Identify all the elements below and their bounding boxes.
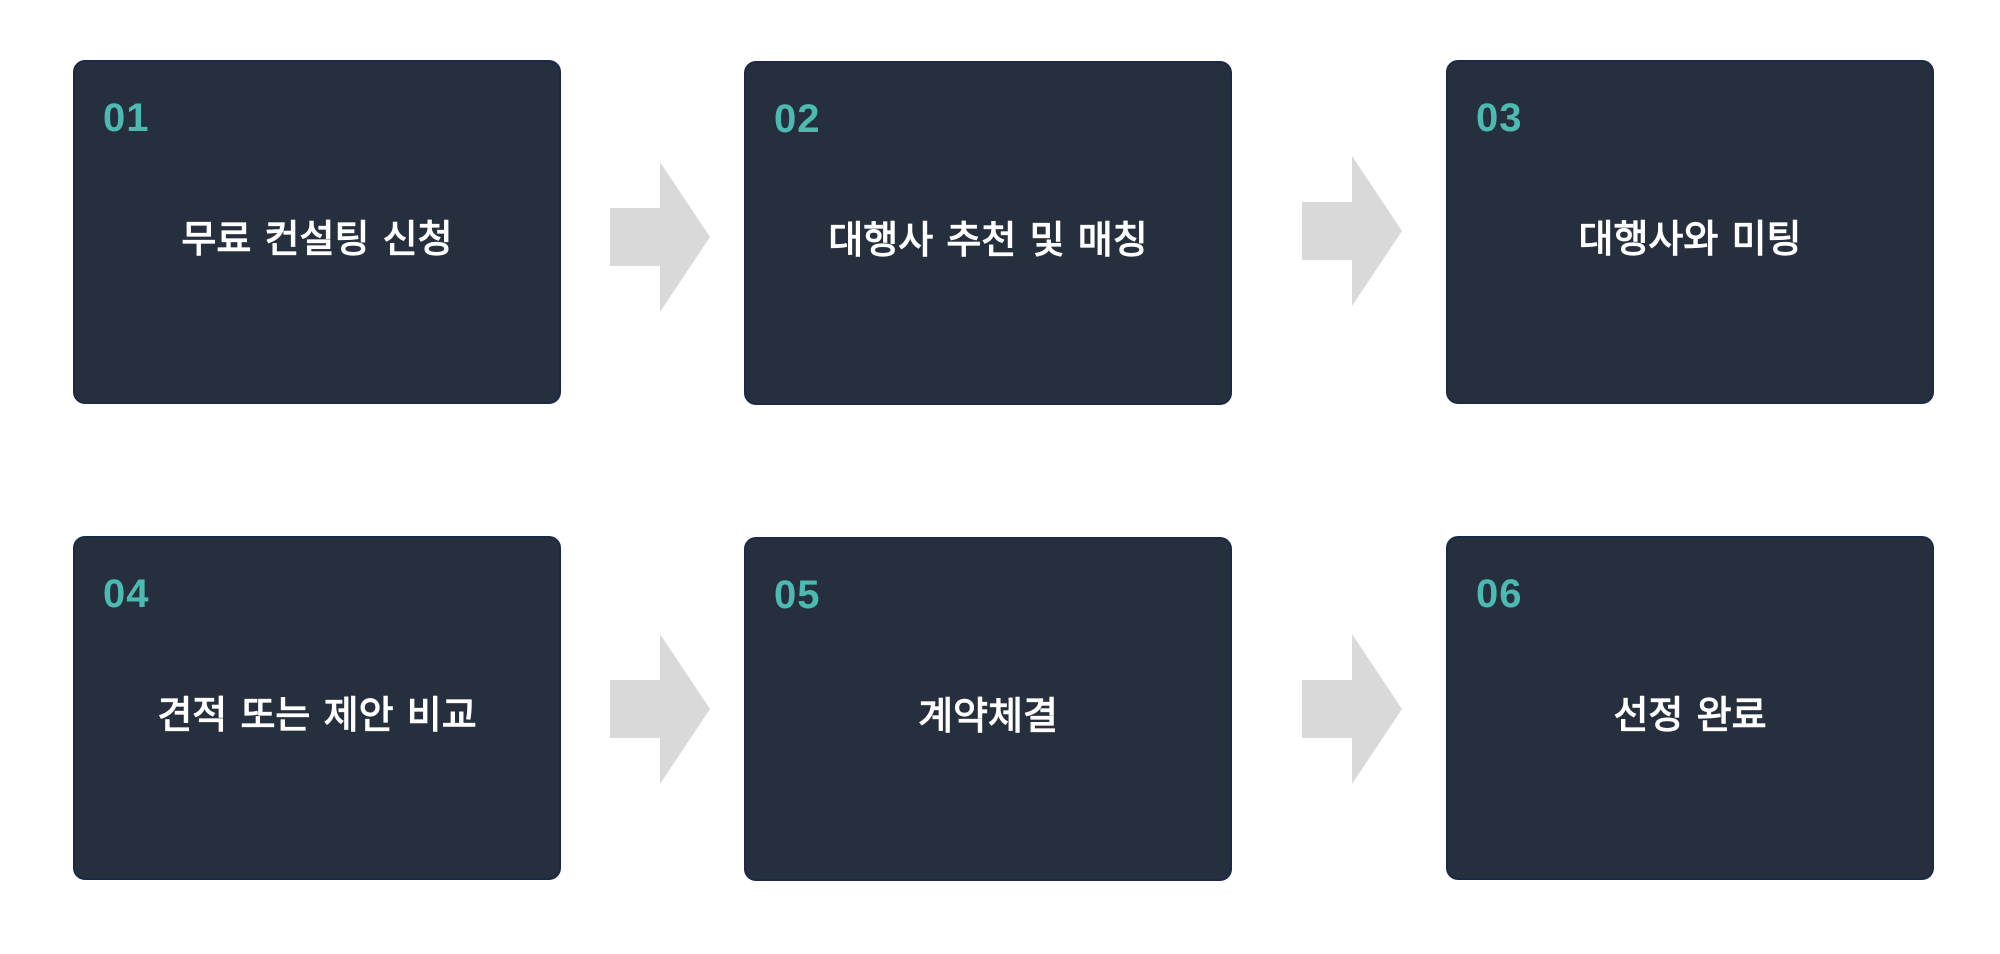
step-number: 02 bbox=[774, 97, 821, 141]
step-card-1: 01 무료 컨설팅 신청 bbox=[73, 60, 561, 404]
arrow-right-icon bbox=[1302, 156, 1402, 306]
step-number: 01 bbox=[103, 96, 150, 140]
step-title: 견적 또는 제안 비교 bbox=[157, 693, 477, 737]
step-title: 계약체결 bbox=[918, 694, 1058, 738]
step-title: 대행사와 미팅 bbox=[1578, 217, 1802, 261]
step-card-2: 02 대행사 추천 및 매칭 bbox=[744, 61, 1232, 405]
step-card-5: 05 계약체결 bbox=[744, 537, 1232, 881]
step-card-4: 04 견적 또는 제안 비교 bbox=[73, 536, 561, 880]
step-card-6: 06 선정 완료 bbox=[1446, 536, 1934, 880]
step-number: 05 bbox=[774, 573, 821, 617]
step-title: 대행사 추천 및 매칭 bbox=[828, 218, 1148, 262]
arrow-right-icon bbox=[610, 162, 710, 312]
step-number: 03 bbox=[1476, 96, 1523, 140]
arrow-right-icon bbox=[610, 634, 710, 784]
step-number: 06 bbox=[1476, 572, 1523, 616]
arrow-right-icon bbox=[1302, 634, 1402, 784]
step-title: 선정 완료 bbox=[1613, 693, 1767, 737]
step-title: 무료 컨설팅 신청 bbox=[181, 217, 453, 261]
step-number: 04 bbox=[103, 572, 150, 616]
step-card-3: 03 대행사와 미팅 bbox=[1446, 60, 1934, 404]
